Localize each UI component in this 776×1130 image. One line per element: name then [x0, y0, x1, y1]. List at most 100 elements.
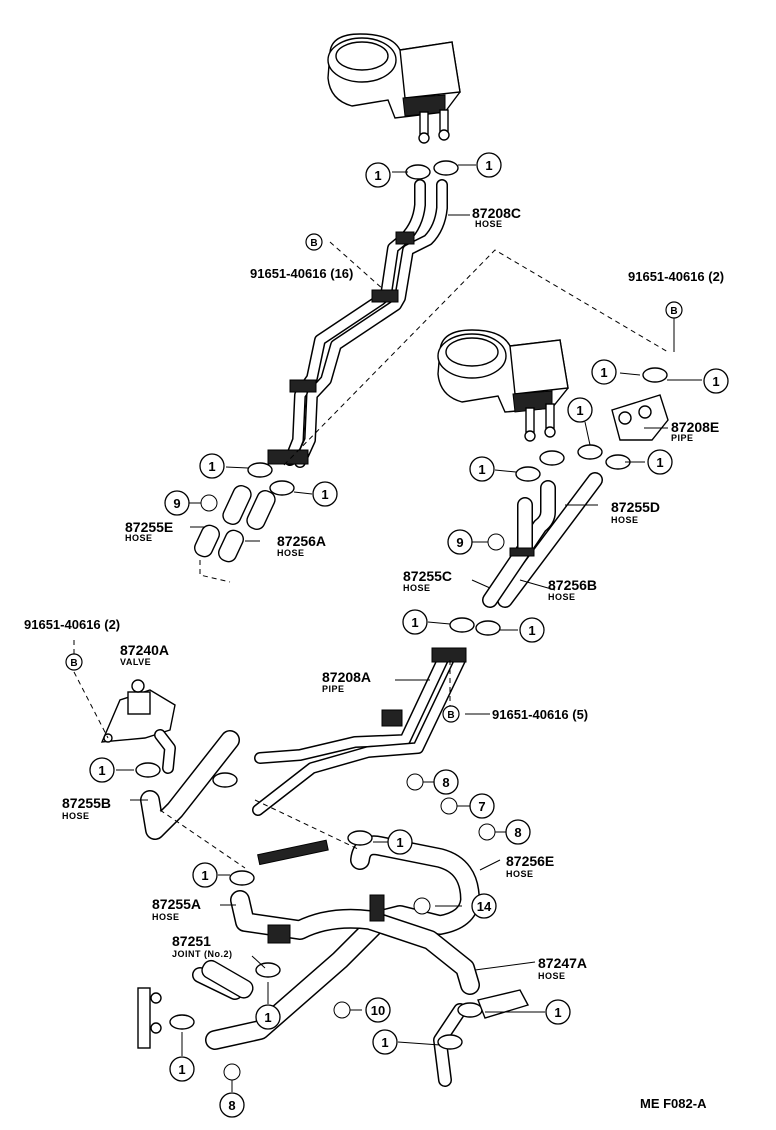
svg-text:1: 1 [600, 365, 607, 380]
svg-text:87255E: 87255E [125, 519, 173, 535]
hose-lower-group [140, 730, 480, 1087]
svg-text:HOSE: HOSE [538, 971, 566, 981]
svg-text:87255A: 87255A [152, 896, 201, 912]
svg-text:1: 1 [321, 487, 328, 502]
svg-text:1: 1 [208, 459, 215, 474]
callout-c15: 1 [255, 1004, 281, 1030]
callout-c14: 1 [192, 862, 218, 888]
callout-c13: 1 [387, 829, 413, 855]
label-87256A: 87256A HOSE [277, 533, 326, 558]
svg-text:10: 10 [371, 1003, 385, 1018]
svg-text:1: 1 [178, 1062, 185, 1077]
svg-text:8: 8 [228, 1098, 235, 1113]
callout-c04: 1 [703, 368, 729, 394]
svg-text:ME F082-A: ME F082-A [640, 1096, 707, 1111]
svg-text:9: 9 [456, 535, 463, 550]
svg-text:HOSE: HOSE [62, 811, 90, 821]
svg-text:1: 1 [712, 374, 719, 389]
callout-c20: 9 [447, 529, 505, 555]
callout-c22: 7 [440, 793, 495, 819]
rear-heater-unit-upper [327, 33, 461, 144]
joint-87251-body [201, 959, 254, 999]
svg-text:1: 1 [576, 403, 583, 418]
svg-text:87255D: 87255D [611, 499, 660, 515]
pipe-87208E-body [611, 394, 669, 441]
svg-text:JOINT (No.2): JOINT (No.2) [172, 949, 233, 959]
callout-c08: 1 [199, 453, 225, 479]
svg-text:7: 7 [478, 799, 485, 814]
callout-c06: 1 [647, 449, 673, 475]
svg-text:91651-40616 (5): 91651-40616 (5) [492, 707, 588, 722]
svg-text:HOSE: HOSE [611, 515, 639, 525]
bracket-87247A [477, 989, 530, 1019]
svg-text:HOSE: HOSE [125, 533, 153, 543]
svg-text:HOSE: HOSE [548, 592, 576, 602]
leader-lines [73, 164, 702, 1092]
svg-text:14: 14 [477, 899, 492, 914]
svg-text:B: B [447, 710, 454, 721]
bolt-ref-b1: B 91651-40616 (16) [250, 233, 353, 281]
bolt-ref-b2: 91651-40616 (2) B [628, 269, 724, 319]
svg-text:1: 1 [98, 763, 105, 778]
callout-c19: 9 [164, 490, 218, 516]
svg-text:1: 1 [264, 1010, 271, 1025]
svg-text:8: 8 [442, 775, 449, 790]
svg-text:1: 1 [411, 615, 418, 630]
bolt-ref-b4: B 91651-40616 (5) [442, 705, 588, 723]
svg-text:B: B [310, 238, 317, 249]
label-87255D: 87255D HOSE [611, 499, 660, 525]
callout-c05: 1 [567, 397, 593, 423]
svg-text:HOSE: HOSE [506, 869, 534, 879]
callout-c23: 8 [478, 819, 531, 845]
hose-87208C-group [267, 179, 448, 468]
svg-text:87255B: 87255B [62, 795, 111, 811]
valve-87240A-body [100, 679, 176, 774]
svg-text:PIPE: PIPE [671, 433, 694, 443]
svg-text:HOSE: HOSE [152, 912, 180, 922]
svg-text:1: 1 [528, 623, 535, 638]
callout-c25: 10 [333, 997, 391, 1023]
callout-c26: 8 [219, 1063, 245, 1118]
callout-c10: 1 [402, 609, 428, 635]
svg-text:1: 1 [554, 1005, 561, 1020]
svg-text:HOSE: HOSE [475, 219, 503, 229]
pipe-87208A-group [252, 647, 467, 866]
svg-text:91651-40616 (2): 91651-40616 (2) [628, 269, 724, 284]
loose-fitting [137, 987, 162, 1049]
label-87208A: 87208A PIPE [322, 669, 371, 694]
callout-c24: 14 [413, 893, 497, 919]
label-87251: 87251 JOINT (No.2) [172, 933, 233, 959]
svg-text:87208A: 87208A [322, 669, 371, 685]
svg-text:87256E: 87256E [506, 853, 554, 869]
callout-c11: 1 [519, 617, 545, 643]
svg-text:1: 1 [374, 168, 381, 183]
callout-c18: 1 [372, 1029, 398, 1055]
diagram-code: ME F082-A [640, 1096, 707, 1111]
label-87256E: 87256E HOSE [506, 853, 554, 879]
label-87255A: 87255A HOSE [152, 896, 201, 922]
label-87208E: 87208E PIPE [671, 419, 719, 443]
rear-heater-unit-lower [437, 329, 569, 442]
label-87247A: 87247A HOSE [538, 955, 587, 981]
callout-c12: 1 [89, 757, 115, 783]
callout-c09: 1 [312, 481, 338, 507]
callout-c02: 1 [476, 152, 502, 178]
svg-text:87208C: 87208C [472, 205, 521, 221]
svg-text:87256B: 87256B [548, 577, 597, 593]
callout-c21: 8 [406, 769, 459, 795]
label-87255B: 87255B HOSE [62, 795, 111, 821]
svg-text:87240A: 87240A [120, 642, 169, 658]
svg-text:87247A: 87247A [538, 955, 587, 971]
svg-text:VALVE: VALVE [120, 657, 151, 667]
svg-text:HOSE: HOSE [403, 583, 431, 593]
label-87255E: 87255E HOSE [125, 519, 173, 543]
callout-c07: 1 [469, 456, 495, 482]
label-87240A: 87240A VALVE [120, 642, 169, 667]
small-hoses-87255E-87256A [194, 485, 276, 583]
svg-text:87256A: 87256A [277, 533, 326, 549]
bolt-ref-b3: 91651-40616 (2) B [24, 617, 120, 671]
svg-text:87251: 87251 [172, 933, 211, 949]
svg-text:HOSE: HOSE [277, 548, 305, 558]
svg-text:8: 8 [514, 825, 521, 840]
svg-text:B: B [70, 658, 77, 669]
